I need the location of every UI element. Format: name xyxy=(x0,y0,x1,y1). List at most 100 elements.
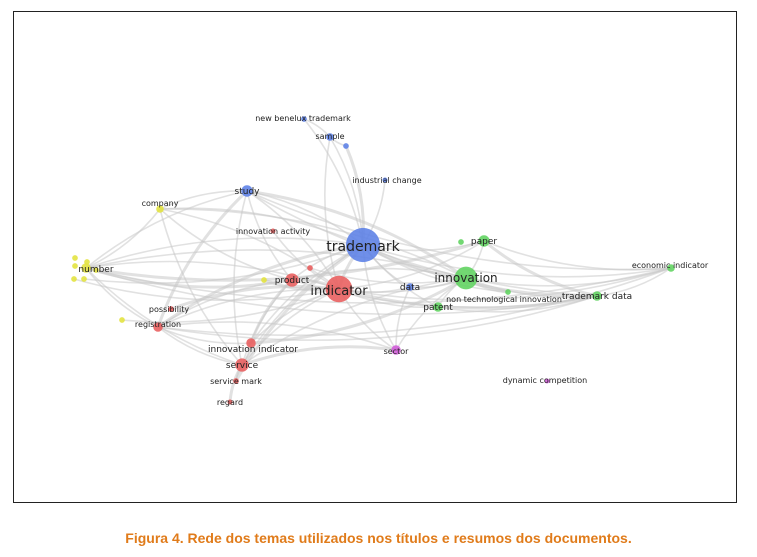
node-red-small[interactable] xyxy=(307,265,313,271)
label-sample: sample xyxy=(315,132,344,141)
edge-product-registration xyxy=(157,279,293,328)
edge-study-number xyxy=(85,190,248,269)
nodes-layer xyxy=(71,116,675,405)
edge-innovation-number xyxy=(85,249,467,279)
edge-registration-innovation_indicator xyxy=(157,326,252,345)
label-economic-indicator: economic indicator xyxy=(632,261,709,270)
label-dynamic-competition: dynamic competition xyxy=(503,376,588,385)
node-yellow-faint-a[interactable] xyxy=(72,255,78,261)
label-number: number xyxy=(78,265,113,275)
edge-paper-trademark_data xyxy=(483,239,598,298)
figure-caption: Figura 4. Rede dos temas utilizados nos … xyxy=(125,530,632,546)
node-regard[interactable] xyxy=(227,399,233,405)
edge-registration-economic_indicator xyxy=(157,267,672,337)
node-innovation-activity[interactable] xyxy=(270,228,276,234)
label-company: company xyxy=(142,199,179,208)
edge-yellow_d-indicator xyxy=(73,278,340,302)
edge-study-company xyxy=(159,190,248,210)
edge-trademark-economic_indicator xyxy=(362,244,672,278)
label-product: product xyxy=(275,276,310,286)
label-trademark-data: trademark data xyxy=(562,292,632,302)
node-innovation-indicator[interactable] xyxy=(246,338,256,348)
edge-company-product xyxy=(159,208,293,281)
label-innovation: innovation xyxy=(434,271,497,285)
node-non-tech[interactable] xyxy=(505,289,511,295)
edge-sector-registration xyxy=(157,321,397,351)
edge-yellow_faint_com-indicator xyxy=(121,288,340,323)
label-patent: patent xyxy=(423,303,453,313)
label-service-mark: service mark xyxy=(210,377,262,386)
edge-yellow_c-trademark xyxy=(83,244,364,284)
node-number[interactable] xyxy=(81,263,91,273)
node-trademark-data[interactable] xyxy=(592,291,602,301)
node-economic-indicator[interactable] xyxy=(667,264,675,272)
node-sample[interactable] xyxy=(326,133,334,141)
edge-study-registration xyxy=(156,189,249,328)
node-registration[interactable] xyxy=(153,322,163,332)
edge-sector-service xyxy=(241,345,397,367)
node-paper[interactable] xyxy=(478,235,490,247)
node-product[interactable] xyxy=(285,273,299,287)
node-blue-faint[interactable] xyxy=(343,143,349,149)
edge-study-product xyxy=(246,190,293,281)
edge-innovation-service xyxy=(241,277,467,366)
label-service: service xyxy=(226,361,259,371)
node-company[interactable] xyxy=(156,205,164,213)
label-trademark: trademark xyxy=(326,239,400,255)
label-paper: paper xyxy=(471,237,497,247)
edge-indicator-study xyxy=(246,190,340,290)
node-industrial-change[interactable] xyxy=(382,177,388,183)
node-study[interactable] xyxy=(241,185,253,197)
edge-number-registration xyxy=(85,267,159,328)
node-yellow-c[interactable] xyxy=(81,276,87,282)
node-trademark[interactable] xyxy=(345,227,381,263)
edge-innovation-company xyxy=(159,208,467,279)
edge-paper-economic_indicator xyxy=(483,240,672,271)
label-sector: sector xyxy=(384,347,410,356)
edge-indicator-service xyxy=(241,288,340,366)
node-yellow-product[interactable] xyxy=(261,277,267,283)
label-registration: registration xyxy=(135,320,181,329)
node-innovation[interactable] xyxy=(454,266,478,290)
edge-number-trademark_data xyxy=(85,267,598,316)
node-new-benelux[interactable] xyxy=(301,116,307,122)
node-indicator[interactable] xyxy=(325,275,353,303)
label-possibility: possibility xyxy=(149,305,189,314)
node-service[interactable] xyxy=(235,358,249,372)
edges-layer xyxy=(73,118,672,403)
edge-sample-indicator xyxy=(324,136,340,290)
node-sector[interactable] xyxy=(391,345,401,355)
label-study: study xyxy=(235,187,261,197)
edge-innovation_indicator-innovation xyxy=(250,276,467,345)
edge-trademark_data-economic_indicator xyxy=(596,267,672,297)
edge-registration-trademark_data xyxy=(157,295,598,341)
node-dynamic-competition[interactable] xyxy=(544,378,550,384)
label-indicator: indicator xyxy=(310,284,368,299)
label-innovation-activity: innovation activity xyxy=(236,227,311,236)
edge-product-innovation_indicator xyxy=(249,278,294,344)
edge-innovation-study xyxy=(246,189,467,280)
label-data: data xyxy=(400,283,420,293)
edge-number-company xyxy=(85,208,161,269)
label-new-benelux: new benelux trademark xyxy=(255,114,351,123)
edge-company-service xyxy=(159,208,243,366)
node-yellow-d[interactable] xyxy=(71,276,77,282)
label-regard: regard xyxy=(217,398,243,407)
edge-number-economic_indicator xyxy=(85,267,672,304)
node-possibility[interactable] xyxy=(168,306,174,312)
edge-registration-service xyxy=(157,326,243,366)
labels-layer: trademark indicator innovation study sample n… xyxy=(78,114,708,407)
edge-trademark-number xyxy=(85,237,364,269)
node-service-mark[interactable] xyxy=(233,378,239,384)
label-industrial-change: industrial change xyxy=(352,176,421,185)
node-yellow-b[interactable] xyxy=(72,263,78,269)
node-green-small[interactable] xyxy=(458,239,464,245)
edge-indicator-paper xyxy=(338,240,485,290)
node-yellow-f[interactable] xyxy=(84,259,90,265)
node-yellow-e[interactable] xyxy=(93,267,99,273)
node-yellow-faint-com[interactable] xyxy=(119,317,125,323)
node-patent[interactable] xyxy=(433,302,443,312)
node-data[interactable] xyxy=(406,283,414,291)
edge-red_small-innovation xyxy=(309,267,467,284)
